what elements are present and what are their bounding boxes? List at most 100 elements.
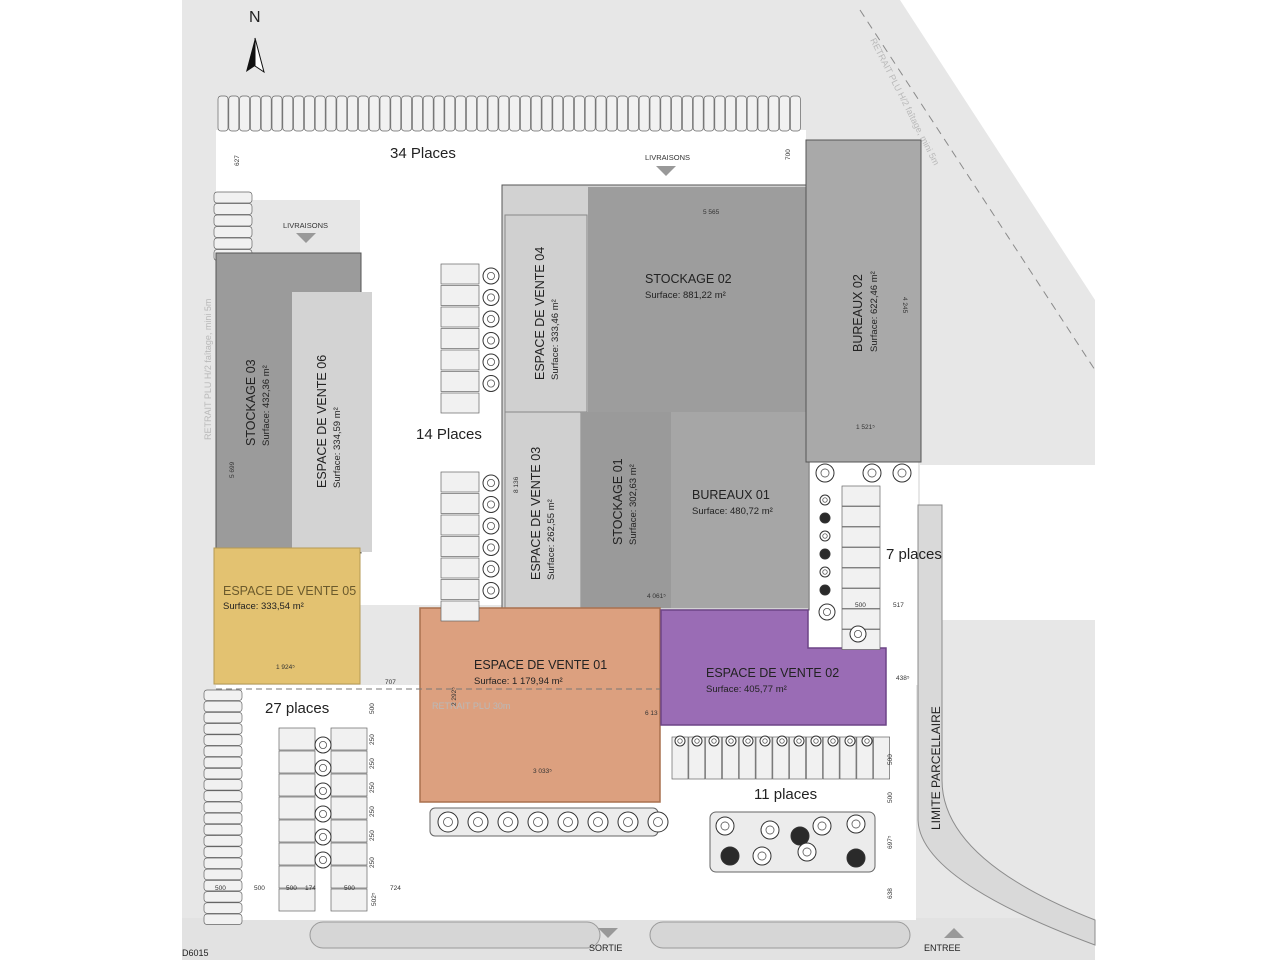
tree bbox=[844, 735, 856, 747]
parking-stall bbox=[574, 95, 585, 132]
tree bbox=[752, 846, 772, 866]
parking-stall bbox=[595, 95, 607, 132]
tree bbox=[861, 735, 873, 747]
parking-stall bbox=[757, 95, 769, 132]
parking-stall bbox=[638, 95, 650, 132]
dim-250c: 250 bbox=[369, 782, 376, 793]
parking-stall bbox=[660, 95, 672, 132]
tree-core bbox=[765, 825, 775, 835]
parking-stall bbox=[440, 328, 480, 349]
dim-250d: 250 bbox=[369, 806, 376, 817]
parking-stall bbox=[440, 493, 480, 514]
tree-core bbox=[677, 738, 683, 744]
tree bbox=[691, 735, 703, 747]
room-bureaux01 bbox=[671, 412, 808, 608]
tree bbox=[846, 848, 866, 868]
livraisons-left-arrow bbox=[296, 233, 316, 243]
tree bbox=[647, 811, 669, 833]
dim-638: 638 bbox=[887, 888, 894, 899]
parking-stall bbox=[563, 95, 574, 132]
stockage03-name: STOCKAGE 03 bbox=[244, 359, 258, 446]
tree bbox=[846, 814, 866, 834]
parking-row-east bbox=[841, 485, 881, 650]
parking-stall bbox=[841, 506, 881, 527]
tree-core bbox=[318, 741, 327, 750]
parking-stall bbox=[203, 700, 243, 713]
parking-stall bbox=[530, 95, 542, 132]
tree bbox=[819, 548, 831, 560]
parking-stall bbox=[347, 95, 358, 132]
tree-core bbox=[822, 497, 828, 503]
parking-stall bbox=[440, 371, 480, 392]
tree bbox=[467, 811, 489, 833]
tree-core bbox=[486, 586, 495, 595]
tree bbox=[617, 811, 639, 833]
tree bbox=[725, 735, 737, 747]
tree bbox=[314, 736, 332, 754]
parking-stall bbox=[440, 579, 480, 600]
parking-stall bbox=[228, 95, 240, 132]
tree bbox=[793, 735, 805, 747]
parking-stall bbox=[736, 95, 747, 132]
dim-697: 697⁵ bbox=[887, 835, 894, 849]
tree bbox=[819, 494, 831, 506]
room-stockage01 bbox=[581, 412, 671, 608]
dim-b500c: 500 bbox=[286, 885, 297, 892]
tree-core bbox=[745, 738, 751, 744]
tree bbox=[819, 512, 831, 524]
parking-stall bbox=[606, 95, 618, 132]
parking-stall bbox=[278, 888, 316, 912]
tree bbox=[674, 735, 686, 747]
parking-stall bbox=[412, 95, 423, 132]
trees bbox=[314, 267, 912, 869]
parking-row-south bbox=[278, 727, 890, 912]
parking-stall bbox=[487, 95, 499, 132]
tree bbox=[482, 517, 500, 535]
tree-core bbox=[486, 478, 495, 487]
dim-250e: 250 bbox=[369, 830, 376, 841]
parking-stall bbox=[440, 536, 480, 557]
tree bbox=[776, 735, 788, 747]
retrait-30-label: RETRAIT PLU 30m bbox=[432, 701, 510, 711]
livraisons-left-label: LIVRAISONS bbox=[283, 221, 328, 230]
parking-stall bbox=[203, 812, 243, 825]
tree-core bbox=[486, 314, 495, 323]
tree-core bbox=[486, 522, 495, 531]
dim-250a: 250 bbox=[369, 734, 376, 745]
dim-2292: 2 292⁵ bbox=[451, 687, 458, 706]
tree-core bbox=[830, 738, 836, 744]
tree-core bbox=[318, 764, 327, 773]
parking-stall bbox=[213, 203, 253, 215]
parking-stall bbox=[682, 95, 693, 132]
dim-500a: 500 bbox=[855, 602, 866, 609]
parking-stall bbox=[584, 95, 596, 132]
parking-stall bbox=[714, 95, 726, 132]
tree-core bbox=[762, 738, 768, 744]
tree-core bbox=[318, 810, 327, 819]
vente02-surface: Surface: 405,77 m² bbox=[706, 684, 787, 695]
parking-stall bbox=[293, 95, 304, 132]
planter bbox=[709, 811, 876, 873]
dim-500b: 500 bbox=[887, 754, 894, 765]
bureaux02-surface: Surface: 622,46 m² bbox=[869, 271, 880, 352]
tree bbox=[720, 846, 740, 866]
parking-stall bbox=[541, 95, 553, 132]
stockage02-surface: Surface: 881,22 m² bbox=[645, 290, 726, 301]
parking-stall bbox=[330, 819, 368, 843]
parking-stall bbox=[203, 723, 243, 735]
parking-row-north bbox=[217, 95, 801, 132]
tree bbox=[482, 560, 500, 578]
parking-stall bbox=[278, 842, 316, 866]
parking-label-11: 11 places bbox=[754, 786, 817, 803]
tree bbox=[314, 782, 332, 800]
dim-b502: 502⁵ bbox=[371, 892, 378, 906]
parking-stall bbox=[440, 392, 480, 414]
tree bbox=[482, 332, 500, 349]
tree-core bbox=[486, 293, 495, 302]
vente06-surface: Surface: 334,59 m² bbox=[332, 407, 343, 488]
parking-stall bbox=[203, 779, 243, 791]
tree bbox=[759, 735, 771, 747]
parking-stall bbox=[250, 95, 261, 132]
dim-250f: 250 bbox=[369, 857, 376, 868]
